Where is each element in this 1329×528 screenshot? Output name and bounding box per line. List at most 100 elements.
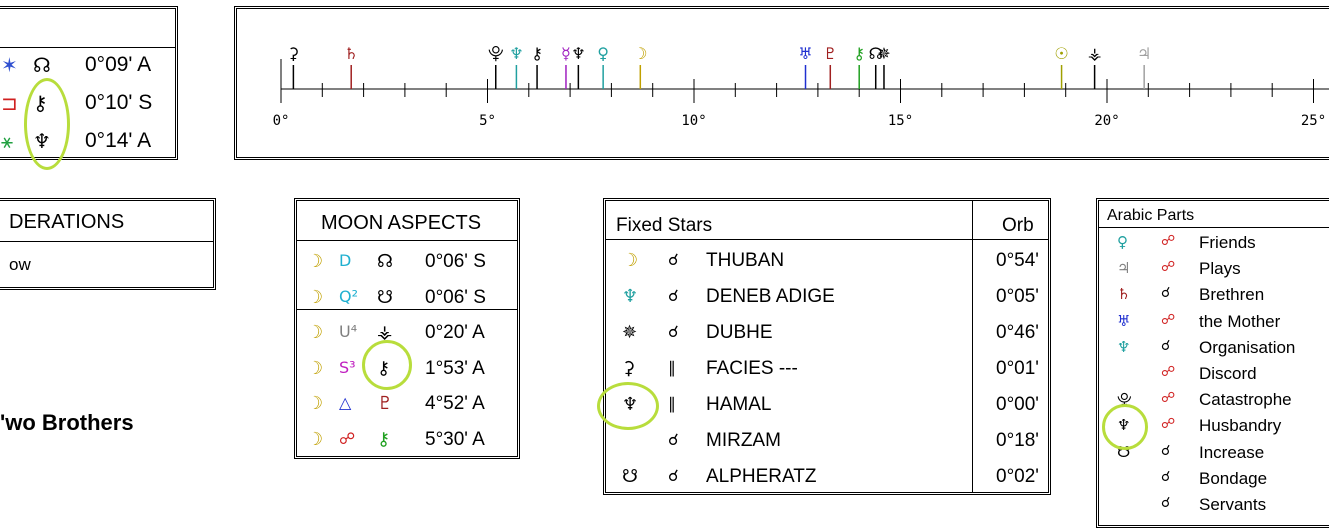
orb-value: 4°52' A xyxy=(425,393,485,414)
degree-ruler-panel: 0°5°10°15°20°25°⚳♄⯓♆⚷☿♆♀☽♅♇⚷☊✵☉⚶♃ xyxy=(234,6,1329,160)
arabic-part-name: Bondage xyxy=(1199,468,1268,488)
point-icon: ☊ xyxy=(377,251,393,272)
star-name: FACIES --- xyxy=(706,358,798,379)
aspect-icon: ☌ xyxy=(1161,495,1171,511)
panel-divider xyxy=(297,240,517,241)
aspect-icon: △ xyxy=(339,393,352,412)
ruler-planet-icon: ♃ xyxy=(1137,44,1151,63)
aspect-icon: ☌ xyxy=(1161,337,1171,354)
arabic-part-name: Servants xyxy=(1199,495,1267,514)
fixed-stars-title: Fixed Stars xyxy=(616,215,713,236)
star-name: THUBAN xyxy=(706,250,785,271)
orb-value: 0°01' xyxy=(996,358,1039,379)
arabic-parts-title: Arabic Parts xyxy=(1107,207,1195,224)
point-icon: ⚷ xyxy=(377,428,391,450)
planet-icon: ♆ xyxy=(1117,337,1131,356)
aspect-icon: ☌ xyxy=(668,430,679,449)
orb-value: 1°53' A xyxy=(425,357,485,379)
planet-icon: ⚳ xyxy=(622,358,636,379)
orb-value: 5°30' A xyxy=(425,428,485,450)
aspect-icon: ☍ xyxy=(339,428,356,448)
arabic-part-name: Friends xyxy=(1199,233,1256,252)
aspect-icon: ☌ xyxy=(1161,442,1171,459)
two-brothers-label: 'wo Brothers xyxy=(0,410,134,435)
panel-divider xyxy=(0,241,213,242)
star-name: ALPHERATZ xyxy=(706,466,817,487)
ruler-planet-icon: ☉ xyxy=(1054,44,1068,63)
degree-ruler: 0°5°10°15°20°25°⚳♄⯓♆⚷☿♆♀☽♅♇⚷☊✵☉⚶♃ xyxy=(273,44,1329,129)
orb-value: 0°06' S xyxy=(425,286,486,308)
aspect-glyph-icon: ⊐ xyxy=(1,91,18,115)
ruler-planet-icon: ♇ xyxy=(823,44,837,63)
aspect-glyph-icon: ⚹ xyxy=(1,129,13,153)
orb-value: 0°00' xyxy=(996,394,1039,415)
panel-divider xyxy=(1099,227,1329,228)
orb-value: 0°02' xyxy=(996,466,1039,487)
star-name: MIRZAM xyxy=(706,430,781,451)
considerations-title: DERATIONS xyxy=(9,211,125,233)
moon-aspects-title: MOON ASPECTS xyxy=(321,212,482,234)
arabic-part-name: Plays xyxy=(1199,259,1241,279)
orb-value: 0°10' S xyxy=(85,91,153,114)
aspect-icon: ☌ xyxy=(668,322,679,341)
orb-value: 0°20' A xyxy=(425,322,485,343)
aspect-icon: ∥ xyxy=(668,394,676,413)
aspect-icon: ∥ xyxy=(668,358,676,377)
planet-icon: ♆ xyxy=(622,286,639,307)
ruler-planet-icon: ☊ xyxy=(869,44,883,63)
arabic-part-name: Increase xyxy=(1199,442,1265,462)
considerations-value: ow xyxy=(9,255,31,274)
arabic-part-name: the Mother xyxy=(1199,311,1281,331)
moon-icon: ☽ xyxy=(307,393,324,414)
point-icon: ☋ xyxy=(377,286,393,308)
planet-glyph-icon: ☊ xyxy=(33,53,51,77)
aspect-icon: ☌ xyxy=(668,466,679,485)
ruler-planet-icon: ☽ xyxy=(633,44,647,63)
ruler-planet-icon: ♆ xyxy=(571,44,585,63)
orb-value: 0°05' xyxy=(996,286,1039,307)
arabic-parts-panel: Arabic Parts ♀☍Friends♃☍Plays♄☌Brethren♅… xyxy=(1096,198,1329,528)
ruler-planet-icon: ♀ xyxy=(597,44,609,63)
aspect-icon: ☍ xyxy=(1161,233,1176,249)
ruler-planet-icon: ⯓ xyxy=(488,44,504,63)
aspect-icon: S³ xyxy=(339,357,356,377)
ruler-planet-icon: ⚷ xyxy=(531,44,543,63)
arabic-part-name: Discord xyxy=(1199,364,1257,383)
aspect-icon: Q² xyxy=(339,286,359,306)
moon-aspects-panel: MOON ASPECTS ☽D☊0°06' S☽Q²☋0°06' S☽U⁴⚶0°… xyxy=(294,198,520,459)
star-name: DUBHE xyxy=(706,322,773,343)
point-icon: ♇ xyxy=(377,393,394,414)
orb-value: 0°06' S xyxy=(425,251,486,272)
ruler-planet-icon: ⚳ xyxy=(288,44,300,63)
planet-icon: ☽ xyxy=(622,250,639,271)
moon-icon: ☽ xyxy=(307,286,324,308)
planet-icon: ♃ xyxy=(1117,259,1131,278)
aspect-icon: ☌ xyxy=(668,286,679,305)
aspect-icon: ☌ xyxy=(1161,468,1171,485)
moon-icon: ☽ xyxy=(307,428,324,450)
aspect-icon: D xyxy=(339,251,352,270)
aspect-icon: ☍ xyxy=(1161,390,1176,407)
orb-value: 0°18' xyxy=(996,430,1039,451)
planet-icon: ♀ xyxy=(1117,233,1128,251)
highlight-circle xyxy=(1102,404,1148,450)
ruler-tick-label: 20° xyxy=(1094,113,1119,129)
considerations-panel: DERATIONS ow xyxy=(0,198,216,290)
point-icon: ⚶ xyxy=(377,322,393,343)
moon-icon: ☽ xyxy=(307,251,324,272)
planet-icon: ♅ xyxy=(1117,311,1131,330)
planet-icon: ✵ xyxy=(622,322,638,343)
aspect-icon: ☍ xyxy=(1161,311,1176,328)
ruler-planet-icon: ♄ xyxy=(344,44,358,63)
ruler-planet-icon: ⚷ xyxy=(853,44,865,63)
planet-icon: ☋ xyxy=(622,466,638,487)
orb-value: 0°54' xyxy=(996,250,1039,271)
ruler-tick-label: 0° xyxy=(273,113,290,129)
arabic-part-name: Organisation xyxy=(1199,337,1296,357)
ruler-planet-icon: ✵ xyxy=(877,44,890,63)
column-divider xyxy=(972,201,973,492)
highlight-circle xyxy=(597,382,659,430)
ruler-planet-icon: ⚶ xyxy=(1088,44,1102,63)
ruler-planet-icon: ☿ xyxy=(561,44,571,63)
